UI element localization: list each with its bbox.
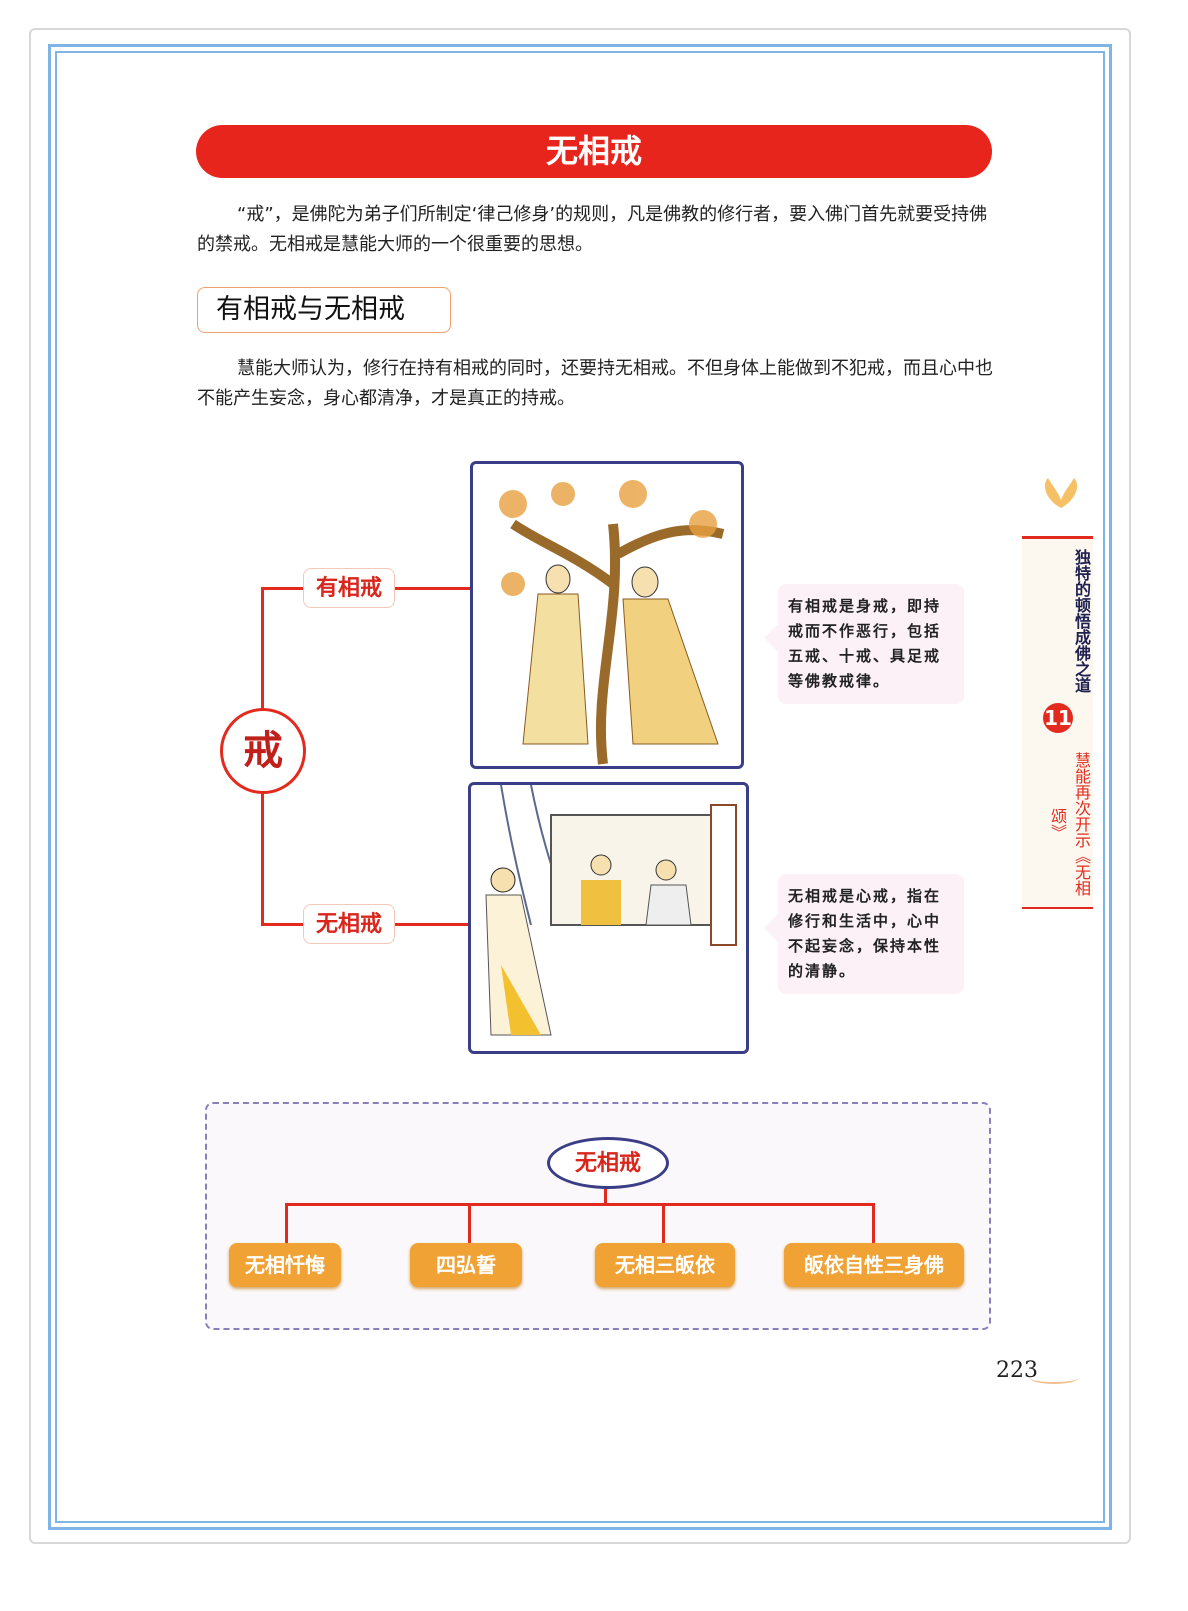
note-wuxiang: 无相戒是心戒，指在修行和生活中，心中不起妄念，保持本性的清静。 (764, 874, 964, 994)
branch-label-youxiang: 有相戒 (303, 568, 395, 608)
tree-drop (872, 1203, 875, 1243)
tree-drop (468, 1203, 471, 1243)
page-number-flourish (1030, 1372, 1078, 1384)
intro-paragraph: “戒”，是佛陀为弟子们所制定‘律己修身’的规则，凡是佛教的修行者，要入佛门首先就… (197, 204, 988, 255)
illustration-scholars (468, 782, 749, 1054)
tree-root: 无相戒 (547, 1137, 669, 1189)
tree-stem (604, 1183, 607, 1205)
section-title: 有相戒与无相戒 (197, 287, 451, 333)
part-title: 独特的顿悟成佛之道 (1072, 549, 1091, 693)
tree-node: 四弘誓 (410, 1243, 522, 1287)
tree-node: 无相忏悔 (229, 1243, 341, 1287)
note-youxiang: 有相戒是身戒，即持戒而不作恶行，包括五戒、十戒、具足戒等佛教戒律。 (764, 584, 964, 704)
page-border (29, 28, 1131, 1544)
branch-label-wuxiang: 无相戒 (303, 904, 395, 944)
lotus-icon (1036, 470, 1086, 510)
frame-outer (48, 44, 1112, 1530)
chapter-sidebar: 独特的顿悟成佛之道 11 慧能再次开示《无相颂》 (1022, 536, 1093, 909)
chapter-title: 慧能再次开示《无相颂》 (1048, 752, 1091, 896)
tree-drop (662, 1203, 665, 1243)
tree-node: 皈依自性三身佛 (784, 1243, 964, 1287)
center-node: 戒 (220, 708, 306, 794)
frame-inner (55, 51, 1105, 1523)
page-title: 无相戒 (196, 125, 992, 178)
tree-drop (285, 1203, 288, 1243)
section-paragraph: 慧能大师认为，修行在持有相戒的同时，还要持无相戒。不但身体上能做到不犯戒，而且心… (197, 358, 993, 409)
tree-node: 无相三皈依 (595, 1243, 735, 1287)
tree-bar (285, 1203, 875, 1206)
illustration-monks (470, 461, 744, 769)
chapter-number-badge: 11 (1043, 703, 1073, 733)
